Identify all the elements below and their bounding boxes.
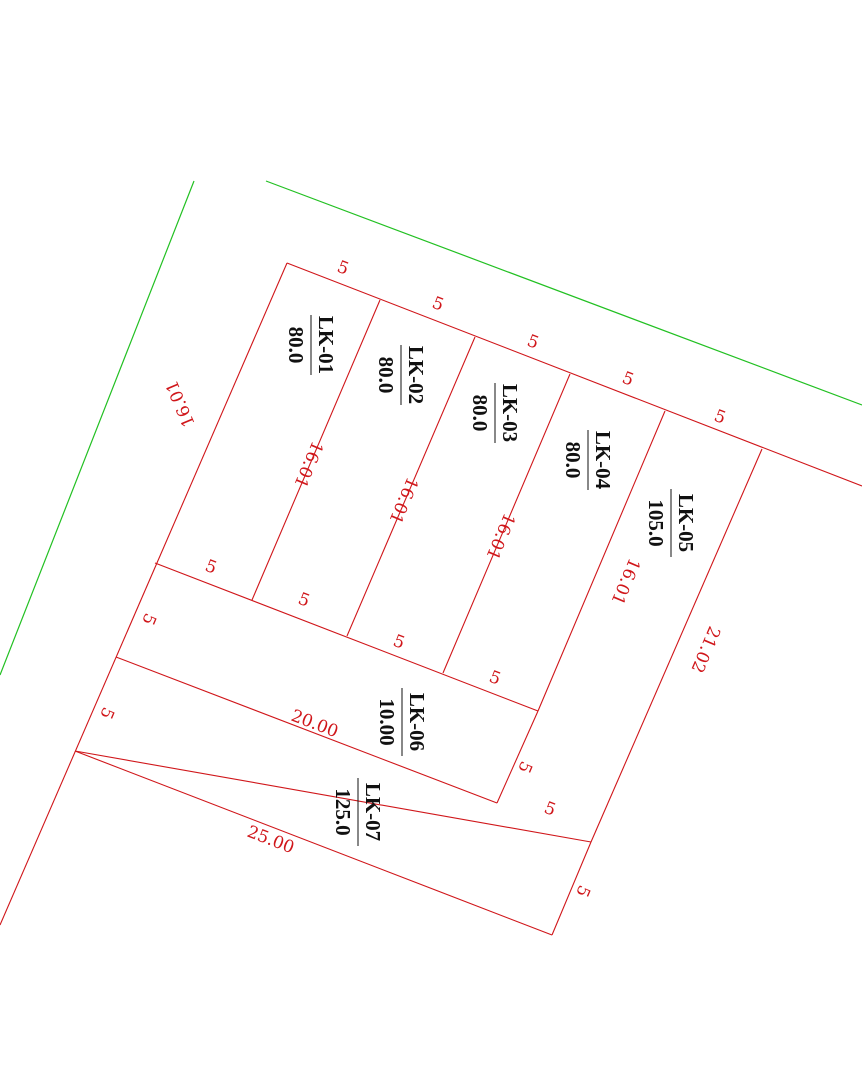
dim-depth-lk02-lk03: 16.01 bbox=[384, 474, 421, 527]
lot-id: LK-02 bbox=[404, 346, 428, 404]
lot-area: 80.0 bbox=[561, 442, 585, 479]
dim-lk06-right: 5 bbox=[513, 758, 536, 776]
dim-frontage-lk03: 5 bbox=[524, 331, 541, 354]
rear-line-lk01-lk05 bbox=[154, 562, 539, 712]
rear-line-lk07 bbox=[74, 750, 553, 936]
lot-area: 105.0 bbox=[644, 499, 668, 546]
dim-depth-outer-left: 16.01 bbox=[162, 377, 199, 430]
dim-frontage-lk02: 5 bbox=[429, 293, 446, 316]
road-line-left bbox=[0, 180, 195, 676]
lot-id: LK-07 bbox=[361, 783, 385, 841]
divider-lk04-lk05 bbox=[537, 410, 666, 712]
lot-id: LK-06 bbox=[405, 693, 429, 751]
road-line-top bbox=[265, 180, 862, 406]
lot-label-lk06: LK-06 10.00 bbox=[375, 688, 429, 756]
divider-lk06-top bbox=[115, 656, 498, 804]
lot-area: 80.0 bbox=[284, 327, 308, 364]
lot-labels: LK-01 80.0 LK-02 80.0 LK-03 80.0 LK-04 8… bbox=[284, 315, 698, 846]
lot-label-lk04: LK-04 80.0 bbox=[561, 430, 615, 490]
divider-lk01-lk02 bbox=[251, 299, 381, 601]
divider-lk06-lk07 bbox=[74, 750, 592, 843]
divider-lk02-lk03 bbox=[346, 336, 476, 637]
lot-id: LK-03 bbox=[498, 384, 522, 442]
dim-frontage-lk05: 5 bbox=[711, 406, 728, 429]
road-lines bbox=[0, 180, 862, 676]
dim-depth-lk01-lk02: 16.01 bbox=[289, 438, 326, 491]
dim-lk07-top-right: 5 bbox=[541, 798, 558, 821]
outer-left-boundary bbox=[0, 262, 288, 926]
right-boundary-lk05 bbox=[590, 448, 763, 843]
lot-label-lk05: LK-05 105.0 bbox=[644, 489, 698, 557]
lot-boundaries bbox=[0, 262, 862, 936]
divider-lk03-lk04 bbox=[442, 373, 571, 674]
dim-lk07-left: 5 bbox=[95, 704, 118, 722]
dim-rear-lk02: 5 bbox=[295, 589, 312, 612]
dim-rear-lk04: 5 bbox=[486, 667, 503, 690]
dim-depth-lk03-lk04: 16.01 bbox=[481, 510, 518, 563]
lot-id: LK-05 bbox=[674, 494, 698, 552]
dim-rear-lk03: 5 bbox=[390, 631, 407, 654]
lot-area: 10.00 bbox=[375, 698, 399, 745]
right-edge-lk06 bbox=[496, 710, 539, 804]
right-edge-lk07 bbox=[551, 841, 592, 936]
dim-lk07-length: 25.00 bbox=[244, 822, 297, 858]
dim-frontage-lk01: 5 bbox=[334, 257, 351, 280]
lot-label-lk01: LK-01 80.0 bbox=[284, 315, 338, 375]
lot-label-lk02: LK-02 80.0 bbox=[374, 345, 428, 405]
lot-area: 80.0 bbox=[468, 395, 492, 432]
lot-area: 125.0 bbox=[331, 788, 355, 835]
dim-lk06-length: 20.00 bbox=[288, 706, 341, 742]
dim-lk07-right: 5 bbox=[571, 882, 594, 900]
lot-area: 80.0 bbox=[374, 357, 398, 394]
dim-lk06-left: 5 bbox=[137, 610, 160, 628]
lot-id: LK-01 bbox=[314, 316, 338, 374]
dim-frontage-lk04: 5 bbox=[619, 368, 636, 391]
lot-label-lk07: LK-07 125.0 bbox=[331, 778, 385, 846]
dim-depth-right: 21.02 bbox=[686, 623, 723, 676]
dim-depth-lk04-lk05: 16.01 bbox=[606, 555, 643, 608]
lot-label-lk03: LK-03 80.0 bbox=[468, 383, 522, 443]
front-boundary bbox=[286, 262, 862, 487]
dim-rear-lk01: 5 bbox=[202, 556, 219, 579]
lot-id: LK-04 bbox=[591, 431, 615, 490]
